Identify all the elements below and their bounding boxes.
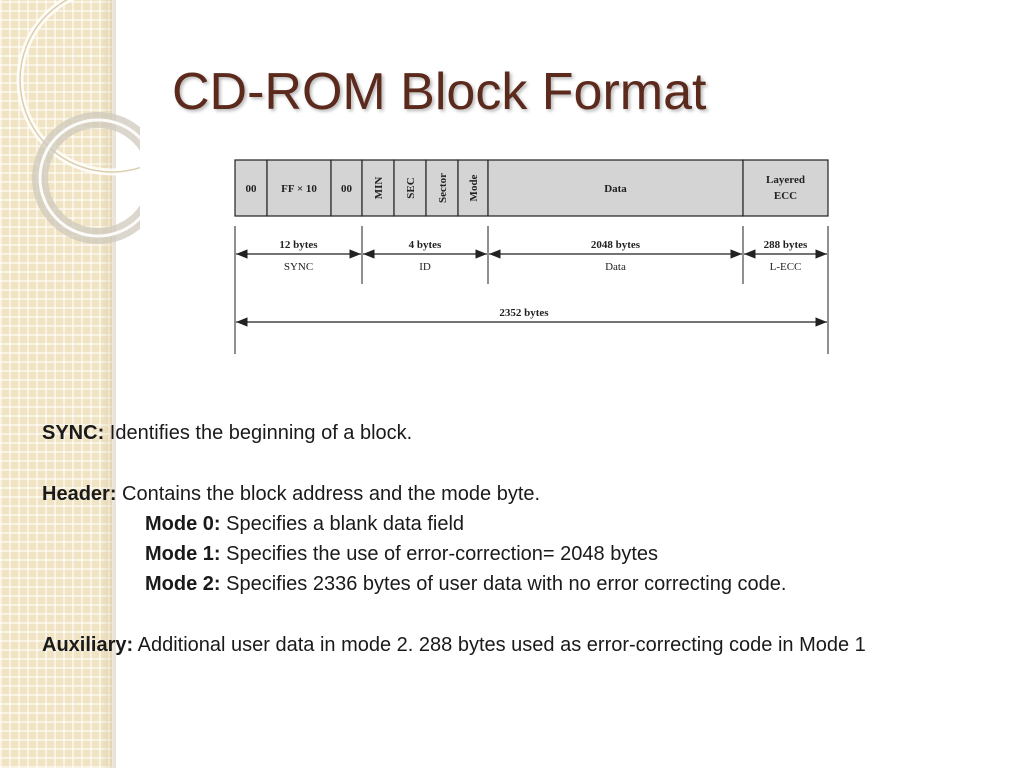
cell-label-min: MIN bbox=[373, 177, 385, 200]
cell-label-00-end: 00 bbox=[341, 183, 353, 195]
cell-label-mode: Mode bbox=[468, 174, 480, 201]
cell-label-ecc: ECC bbox=[774, 190, 797, 202]
note-auxiliary: Auxiliary: Additional user data in mode … bbox=[42, 630, 1024, 660]
note-sync: SYNC: Identifies the beginning of a bloc… bbox=[42, 418, 1024, 448]
span-size-data: 2048 bytes bbox=[591, 239, 641, 251]
auxiliary-description: Additional user data in mode 2. 288 byte… bbox=[137, 634, 866, 656]
note-mode-2: Mode 2: Specifies 2336 bytes of user dat… bbox=[42, 569, 1024, 599]
cell-label-data: Data bbox=[604, 183, 627, 195]
slide-title: CD-ROM Block Format bbox=[172, 63, 707, 121]
cell-layered-ecc bbox=[742, 159, 829, 217]
note-header: Header: Contains the block address and t… bbox=[42, 479, 1024, 509]
cell-sync-ff bbox=[266, 159, 332, 217]
header-description: Contains the block address and the mode … bbox=[122, 483, 541, 505]
cell-label-sector: Sector bbox=[437, 173, 449, 203]
mode0-term: Mode 0: bbox=[145, 513, 221, 535]
cell-min bbox=[361, 159, 395, 217]
decorative-ring-small-highlight bbox=[38, 118, 140, 238]
cell-label-sec: SEC bbox=[405, 177, 417, 198]
mode2-description: Specifies 2336 bytes of user data with n… bbox=[226, 573, 787, 595]
decorative-ring-large-edge bbox=[19, 0, 140, 173]
span-name-sync: SYNC bbox=[284, 261, 313, 273]
header-term: Header: bbox=[42, 483, 117, 505]
sync-description: Identifies the beginning of a block. bbox=[109, 422, 413, 444]
mode1-term: Mode 1: bbox=[145, 543, 221, 565]
mode0-description: Specifies a blank data field bbox=[226, 513, 465, 535]
span-name-id: ID bbox=[419, 261, 431, 273]
cell-label-ff: FF × 10 bbox=[281, 183, 317, 195]
cell-label-00-start: 00 bbox=[246, 183, 258, 195]
sync-term: SYNC: bbox=[42, 422, 105, 444]
cd-rom-block-diagram: 00 FF × 10 00 MIN SEC Sector Mode Data L… bbox=[234, 159, 829, 354]
cell-label-layered: Layered bbox=[766, 174, 805, 186]
mode2-term: Mode 2: bbox=[145, 573, 221, 595]
note-mode-1: Mode 1: Specifies the use of error-corre… bbox=[42, 539, 1024, 569]
cell-sector bbox=[425, 159, 459, 217]
notes-section: SYNC: Identifies the beginning of a bloc… bbox=[42, 418, 1024, 660]
span-size-lecc: 288 bytes bbox=[764, 239, 808, 251]
span-name-lecc: L-ECC bbox=[770, 261, 802, 273]
span-name-data: Data bbox=[605, 261, 626, 273]
note-mode-0: Mode 0: Specifies a blank data field bbox=[42, 509, 1024, 539]
cell-data bbox=[487, 159, 744, 217]
side-band-shadow bbox=[100, 0, 116, 768]
total-size-label: 2352 bytes bbox=[499, 307, 549, 319]
span-size-id: 4 bytes bbox=[409, 239, 442, 251]
span-size-sync: 12 bytes bbox=[279, 239, 318, 251]
decorative-rings bbox=[16, 0, 140, 244]
auxiliary-term: Auxiliary: bbox=[42, 634, 134, 656]
mode1-description: Specifies the use of error-correction= 2… bbox=[226, 543, 659, 565]
